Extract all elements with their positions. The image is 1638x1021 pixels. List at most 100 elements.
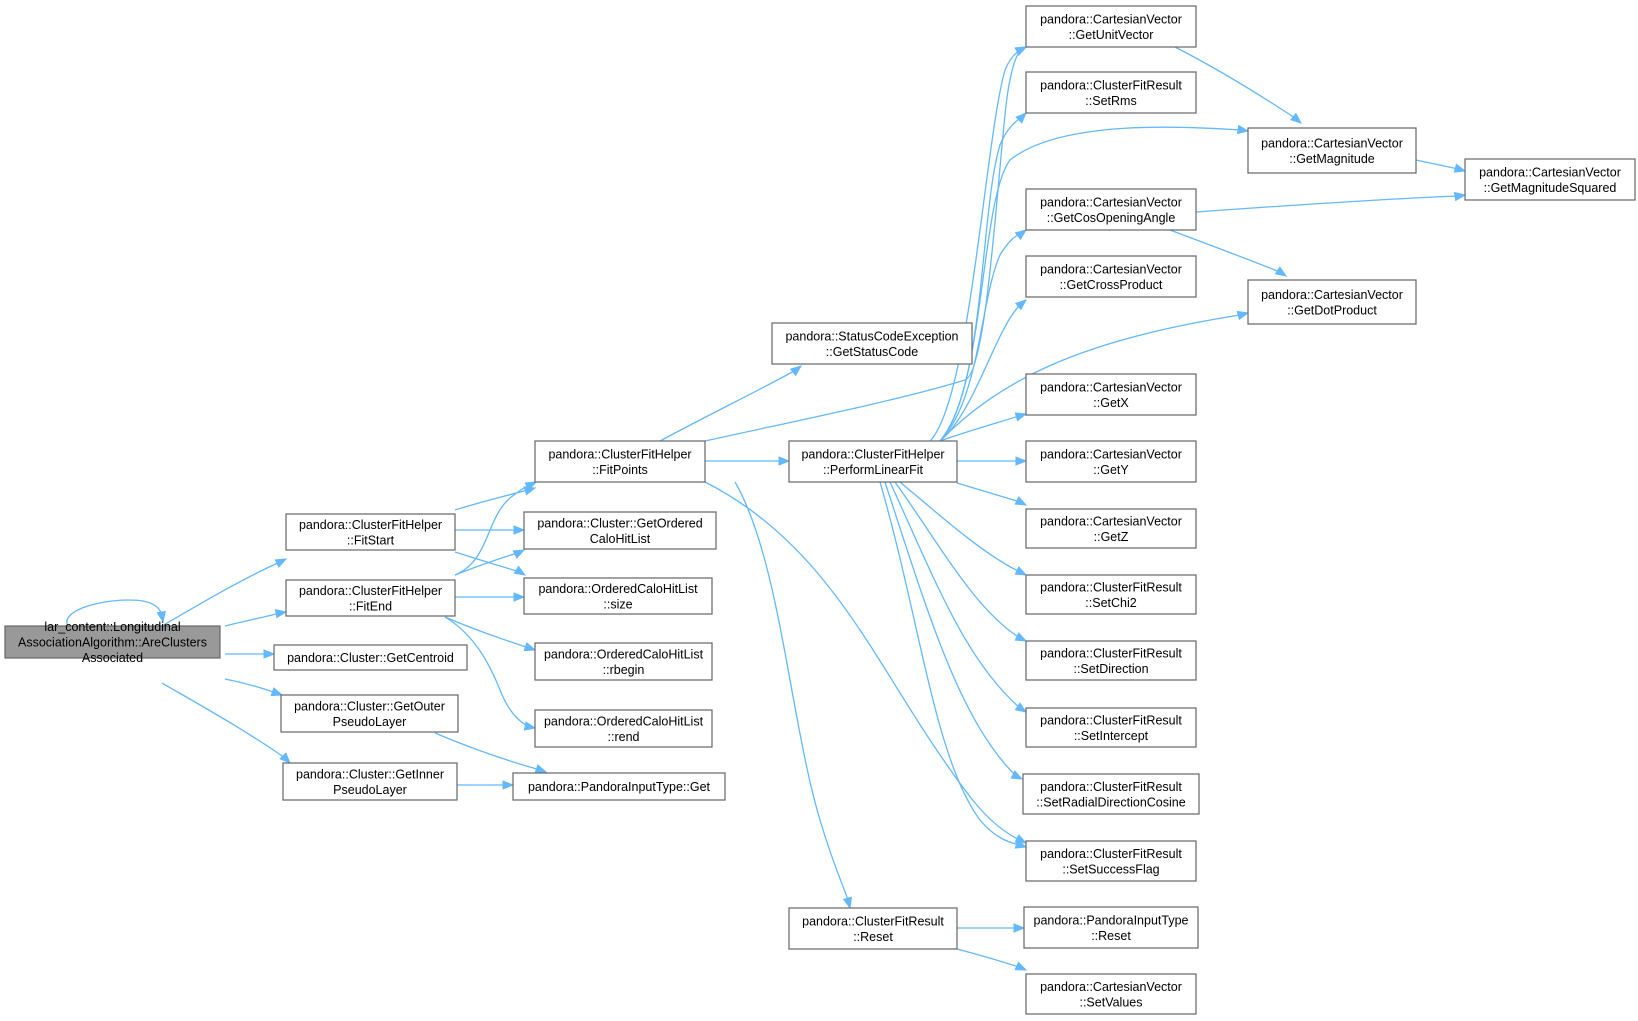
node-getcos[interactable]: pandora::CartesianVector::GetCosOpeningA… — [1025, 188, 1197, 231]
arrowhead-icon — [513, 565, 527, 576]
node-setchi2[interactable]: pandora::ClusterFitResult::SetChi2 — [1025, 574, 1197, 615]
node-box — [1025, 373, 1197, 416]
node-box — [1023, 906, 1199, 949]
node-setsuccess[interactable]: pandora::ClusterFitResult::SetSuccessFla… — [1025, 840, 1197, 882]
node-label-line: pandora::CartesianVector — [1261, 136, 1403, 150]
edge-line — [1169, 229, 1281, 273]
node-label-line: AssociationAlgorithm::AreClusters — [18, 636, 207, 650]
node-getcentroid[interactable]: pandora::Cluster::GetCentroid — [273, 644, 468, 671]
node-label-line: ::GetMagnitudeSquared — [1484, 181, 1617, 195]
arrowhead-icon — [1274, 266, 1288, 277]
arrowhead-icon — [156, 610, 166, 624]
node-getcross[interactable]: pandora::CartesianVector::GetCrossProduc… — [1025, 255, 1197, 298]
node-label-line: pandora::OrderedCaloHitList — [544, 647, 704, 661]
node-getmag[interactable]: pandora::CartesianVector::GetMagnitude — [1247, 127, 1417, 174]
node-label-line: ::SetValues — [1079, 995, 1142, 1009]
edge-performlinear-to-getunit — [929, 46, 1028, 442]
node-label-line: pandora::CartesianVector — [1040, 195, 1182, 209]
node-setint[interactable]: pandora::ClusterFitResult::SetIntercept — [1025, 707, 1197, 748]
arrowhead-icon — [1236, 310, 1250, 321]
node-getx[interactable]: pandora::CartesianVector::GetX — [1025, 373, 1197, 416]
node-label-line: ::Reset — [1091, 929, 1131, 943]
edge-line — [939, 116, 1023, 442]
arrowhead-icon — [1014, 496, 1028, 506]
node-label-line: pandora::ClusterFitHelper — [299, 584, 442, 598]
node-label-line: pandora::ClusterFitResult — [1040, 847, 1182, 861]
node-setvalues[interactable]: pandora::CartesianVector::SetValues — [1025, 973, 1197, 1015]
node-box — [1025, 707, 1197, 748]
node-cfrreset[interactable]: pandora::ClusterFitResult::Reset — [788, 907, 958, 950]
node-label-line: ::GetY — [1093, 463, 1129, 477]
node-label-line: ::SetRms — [1085, 94, 1136, 108]
edge-root-to-getcentroid — [225, 649, 276, 659]
node-setdir[interactable]: pandora::ClusterFitResult::SetDirection — [1025, 640, 1197, 681]
edge-line — [224, 612, 281, 627]
node-label-line: ::GetDotProduct — [1287, 303, 1377, 317]
node-fitpoints[interactable]: pandora::ClusterFitHelper::FitPoints — [534, 440, 706, 483]
node-box — [280, 694, 459, 733]
node-label-line: pandora::ClusterFitResult — [1040, 780, 1182, 794]
node-box — [1247, 127, 1417, 174]
edge-line — [454, 489, 529, 511]
node-size[interactable]: pandora::OrderedCaloHitList::size — [523, 577, 713, 615]
node-getdot[interactable]: pandora::CartesianVector::GetDotProduct — [1247, 279, 1417, 325]
arrowhead-icon — [1013, 923, 1026, 933]
edge-performlinear-to-setint — [889, 481, 1028, 713]
node-box — [285, 513, 456, 551]
node-setrms[interactable]: pandora::ClusterFitResult::SetRms — [1025, 71, 1197, 114]
edge-line — [1415, 159, 1459, 170]
node-pitget[interactable]: pandora::PandoraInputType::Get — [512, 772, 726, 801]
arrowhead-icon — [1014, 961, 1028, 971]
node-box — [1025, 255, 1197, 298]
node-box — [534, 709, 713, 748]
arrowhead-icon — [1014, 412, 1028, 422]
node-performlinear[interactable]: pandora::ClusterFitHelper::PerformLinear… — [788, 440, 958, 483]
edge-performlinear-to-getmag — [939, 124, 1250, 442]
node-label-line: ::SetRadialDirectionCosine — [1036, 795, 1185, 809]
edge-root-to-fitstart — [161, 558, 288, 627]
arrowhead-icon — [513, 592, 526, 602]
node-root[interactable]: lar_content::LongitudinalAssociationAlgo… — [4, 620, 221, 665]
node-label-line: ::SetDirection — [1073, 662, 1148, 676]
node-getstatus[interactable]: pandora::StatusCodeException::GetStatusC… — [771, 322, 973, 365]
edge-getcos-to-getmagsq — [1195, 191, 1467, 213]
node-getmagsq[interactable]: pandora::CartesianVector::GetMagnitudeSq… — [1464, 158, 1636, 201]
node-label-line: pandora::CartesianVector — [1040, 514, 1182, 528]
edge-performlinear-to-setdir — [894, 481, 1028, 642]
node-getz[interactable]: pandora::CartesianVector::GetZ — [1025, 508, 1197, 549]
edge-performlinear-to-getcos — [939, 229, 1028, 442]
arrowhead-icon — [523, 721, 537, 731]
node-gety[interactable]: pandora::CartesianVector::GetY — [1025, 440, 1197, 483]
node-label-line: ::GetCrossProduct — [1060, 278, 1163, 292]
node-label-line: ::FitEnd — [349, 599, 392, 613]
node-box — [1025, 840, 1197, 882]
node-fitstart[interactable]: pandora::ClusterFitHelper::FitStart — [285, 513, 456, 551]
edge-root-to-root — [66, 599, 166, 627]
arrowhead-icon — [1014, 839, 1028, 849]
node-rend[interactable]: pandora::OrderedCaloHitList::rend — [534, 709, 713, 748]
node-rbegin[interactable]: pandora::OrderedCaloHitList::rbegin — [534, 642, 713, 681]
edge-fitend-to-size — [455, 592, 526, 602]
arrowhead-icon — [523, 642, 537, 652]
node-setradial[interactable]: pandora::ClusterFitResult::SetRadialDire… — [1022, 773, 1200, 815]
node-label-line: ::GetCosOpeningAngle — [1047, 211, 1176, 225]
node-label-line: pandora::ClusterFitHelper — [801, 447, 944, 461]
edge-line — [929, 48, 1023, 442]
node-fitend[interactable]: pandora::ClusterFitHelper::FitEnd — [285, 579, 456, 617]
edges-layer — [66, 46, 1467, 971]
node-label-line: pandora::CartesianVector — [1040, 12, 1182, 26]
node-pitreset[interactable]: pandora::PandoraInputType::Reset — [1023, 906, 1199, 949]
node-label-line: ::GetMagnitude — [1289, 152, 1375, 166]
edge-fitpoints-to-getstatus — [659, 365, 803, 442]
arrowhead-icon — [512, 549, 526, 559]
node-label-line: pandora::Cluster::GetCentroid — [287, 651, 454, 665]
arrowhead-icon — [1014, 46, 1028, 56]
node-box — [534, 440, 706, 483]
node-label-line: ::rend — [608, 730, 640, 744]
node-getunit[interactable]: pandora::CartesianVector::GetUnitVector — [1025, 5, 1197, 48]
node-label-line: pandora::Cluster::GetOrdered — [537, 516, 702, 530]
